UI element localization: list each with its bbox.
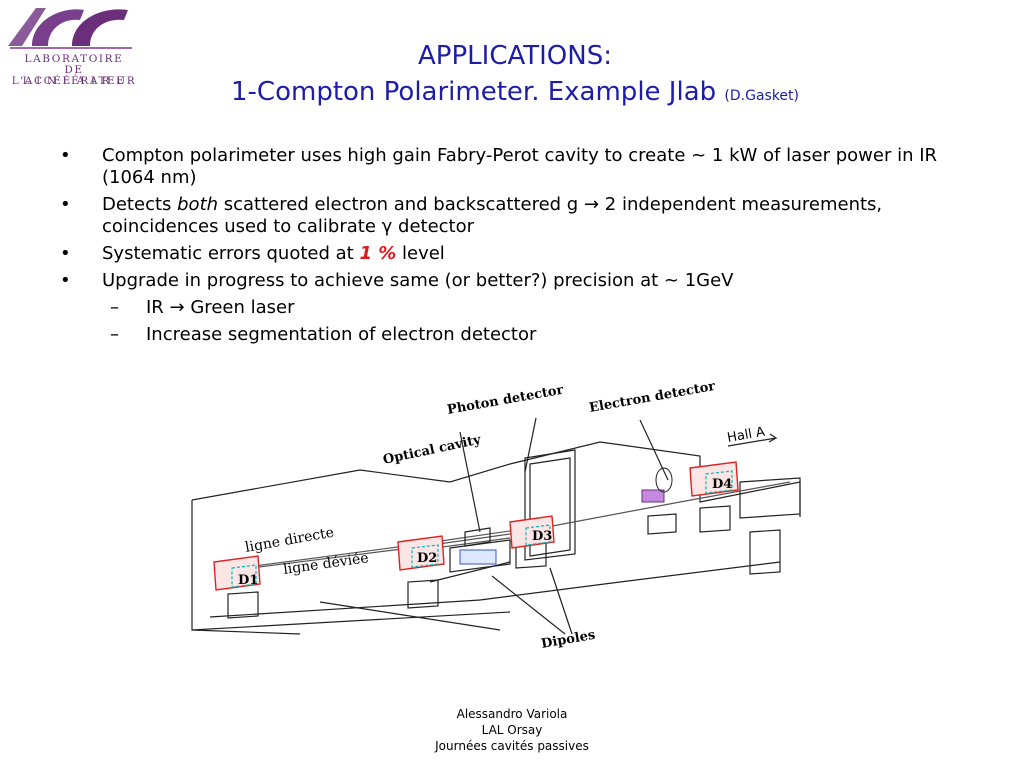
lal-logo: LABORATOIRE DE L'ACCÉLÉRATEUR L I N É A … <box>2 2 144 88</box>
bullet-2-post: scattered electron and backscattered g <box>218 194 579 215</box>
bullet-2: • Detects both scattered electron and ba… <box>60 194 990 238</box>
hall-a-label: Hall A <box>726 425 766 446</box>
bullet-2-end: detector <box>392 216 475 237</box>
optical-cavity-label: Optical cavity <box>382 432 483 467</box>
electron-detector-label: Electron detector <box>588 379 716 416</box>
bullet-dot: • <box>60 270 71 291</box>
sub-bullet-2: – Increase segmentation of electron dete… <box>60 324 990 346</box>
sub-bullet-1-pre: IR <box>146 297 170 318</box>
arrow-icon: → <box>169 297 185 318</box>
title-main: 1-Compton Polarimeter. Example Jlab <box>231 77 717 107</box>
lal-logo-mark <box>8 8 132 49</box>
logo-line-3: L I N É A I R E <box>22 75 126 87</box>
title-line-2: 1-Compton Polarimeter. Example Jlab (D.G… <box>150 74 880 114</box>
bullet-1: • Compton polarimeter uses high gain Fab… <box>60 145 990 189</box>
footer-lab: LAL Orsay <box>481 723 543 737</box>
arrow-icon: → <box>583 194 600 215</box>
beamline-drawing: D1 D2 D3 D4 Photon detector Electron det… <box>191 379 801 652</box>
bullet-dot: • <box>60 145 71 166</box>
footer-event: Journées cavités passives <box>435 739 589 753</box>
bullet-2-emphasis: both <box>177 194 219 215</box>
compton-polarimeter-diagram: D1 D2 D3 D4 Photon detector Electron det… <box>180 372 820 672</box>
dipoles-label: Dipoles <box>540 628 596 652</box>
bullet-3: • Systematic errors quoted at 1 % level <box>60 243 990 265</box>
sub-bullet-dash: – <box>110 324 119 345</box>
sub-bullet-2-text: Increase segmentation of electron detect… <box>146 324 537 345</box>
title-credit: (D.Gasket) <box>724 88 799 104</box>
dipole-d4-label: D4 <box>712 477 732 492</box>
sub-bullet-1-post: Green laser <box>184 297 295 318</box>
bullet-dot: • <box>60 194 71 215</box>
slide-footer: Alessandro Variola LAL Orsay Journées ca… <box>372 706 652 754</box>
bullet-4: • Upgrade in progress to achieve same (o… <box>60 270 990 292</box>
ligne-deviee-label: ligne déviée <box>282 550 369 578</box>
ligne-directe-label: ligne directe <box>244 525 335 556</box>
dipole-d2-label: D2 <box>417 551 437 566</box>
bullet-dot: • <box>60 243 71 264</box>
logo-line-1: LABORATOIRE <box>24 53 124 65</box>
gamma-symbol: γ <box>381 216 393 237</box>
footer-author: Alessandro Variola <box>456 707 568 721</box>
bullet-list: • Compton polarimeter uses high gain Fab… <box>60 145 990 351</box>
bullet-2-pre: Detects <box>102 194 178 215</box>
sub-bullet-dash: – <box>110 297 119 318</box>
bullet-4-text: Upgrade in progress to achieve same (or … <box>102 270 734 291</box>
photon-detector-label: Photon detector <box>446 383 565 418</box>
bullet-3-post: level <box>396 243 445 264</box>
bullet-3-value: 1 % <box>359 243 397 264</box>
bullet-3-pre: Systematic errors quoted at <box>102 243 360 264</box>
bullet-1-text: Compton polarimeter uses high gain Fabry… <box>102 145 938 188</box>
dipole-d1-label: D1 <box>238 573 258 588</box>
sub-bullet-1: – IR → Green laser <box>60 297 990 319</box>
dipole-d3-label: D3 <box>532 529 552 544</box>
hall-a-arrow-icon <box>727 433 778 447</box>
title-line-1: APPLICATIONS: <box>418 41 612 71</box>
bullet-2-rest: 2 independent measurements, coincidences… <box>102 194 883 237</box>
logo-line-2: DE L'ACCÉLÉRATEUR <box>11 64 137 87</box>
slide-title: APPLICATIONS: 1-Compton Polarimeter. Exa… <box>150 38 880 114</box>
